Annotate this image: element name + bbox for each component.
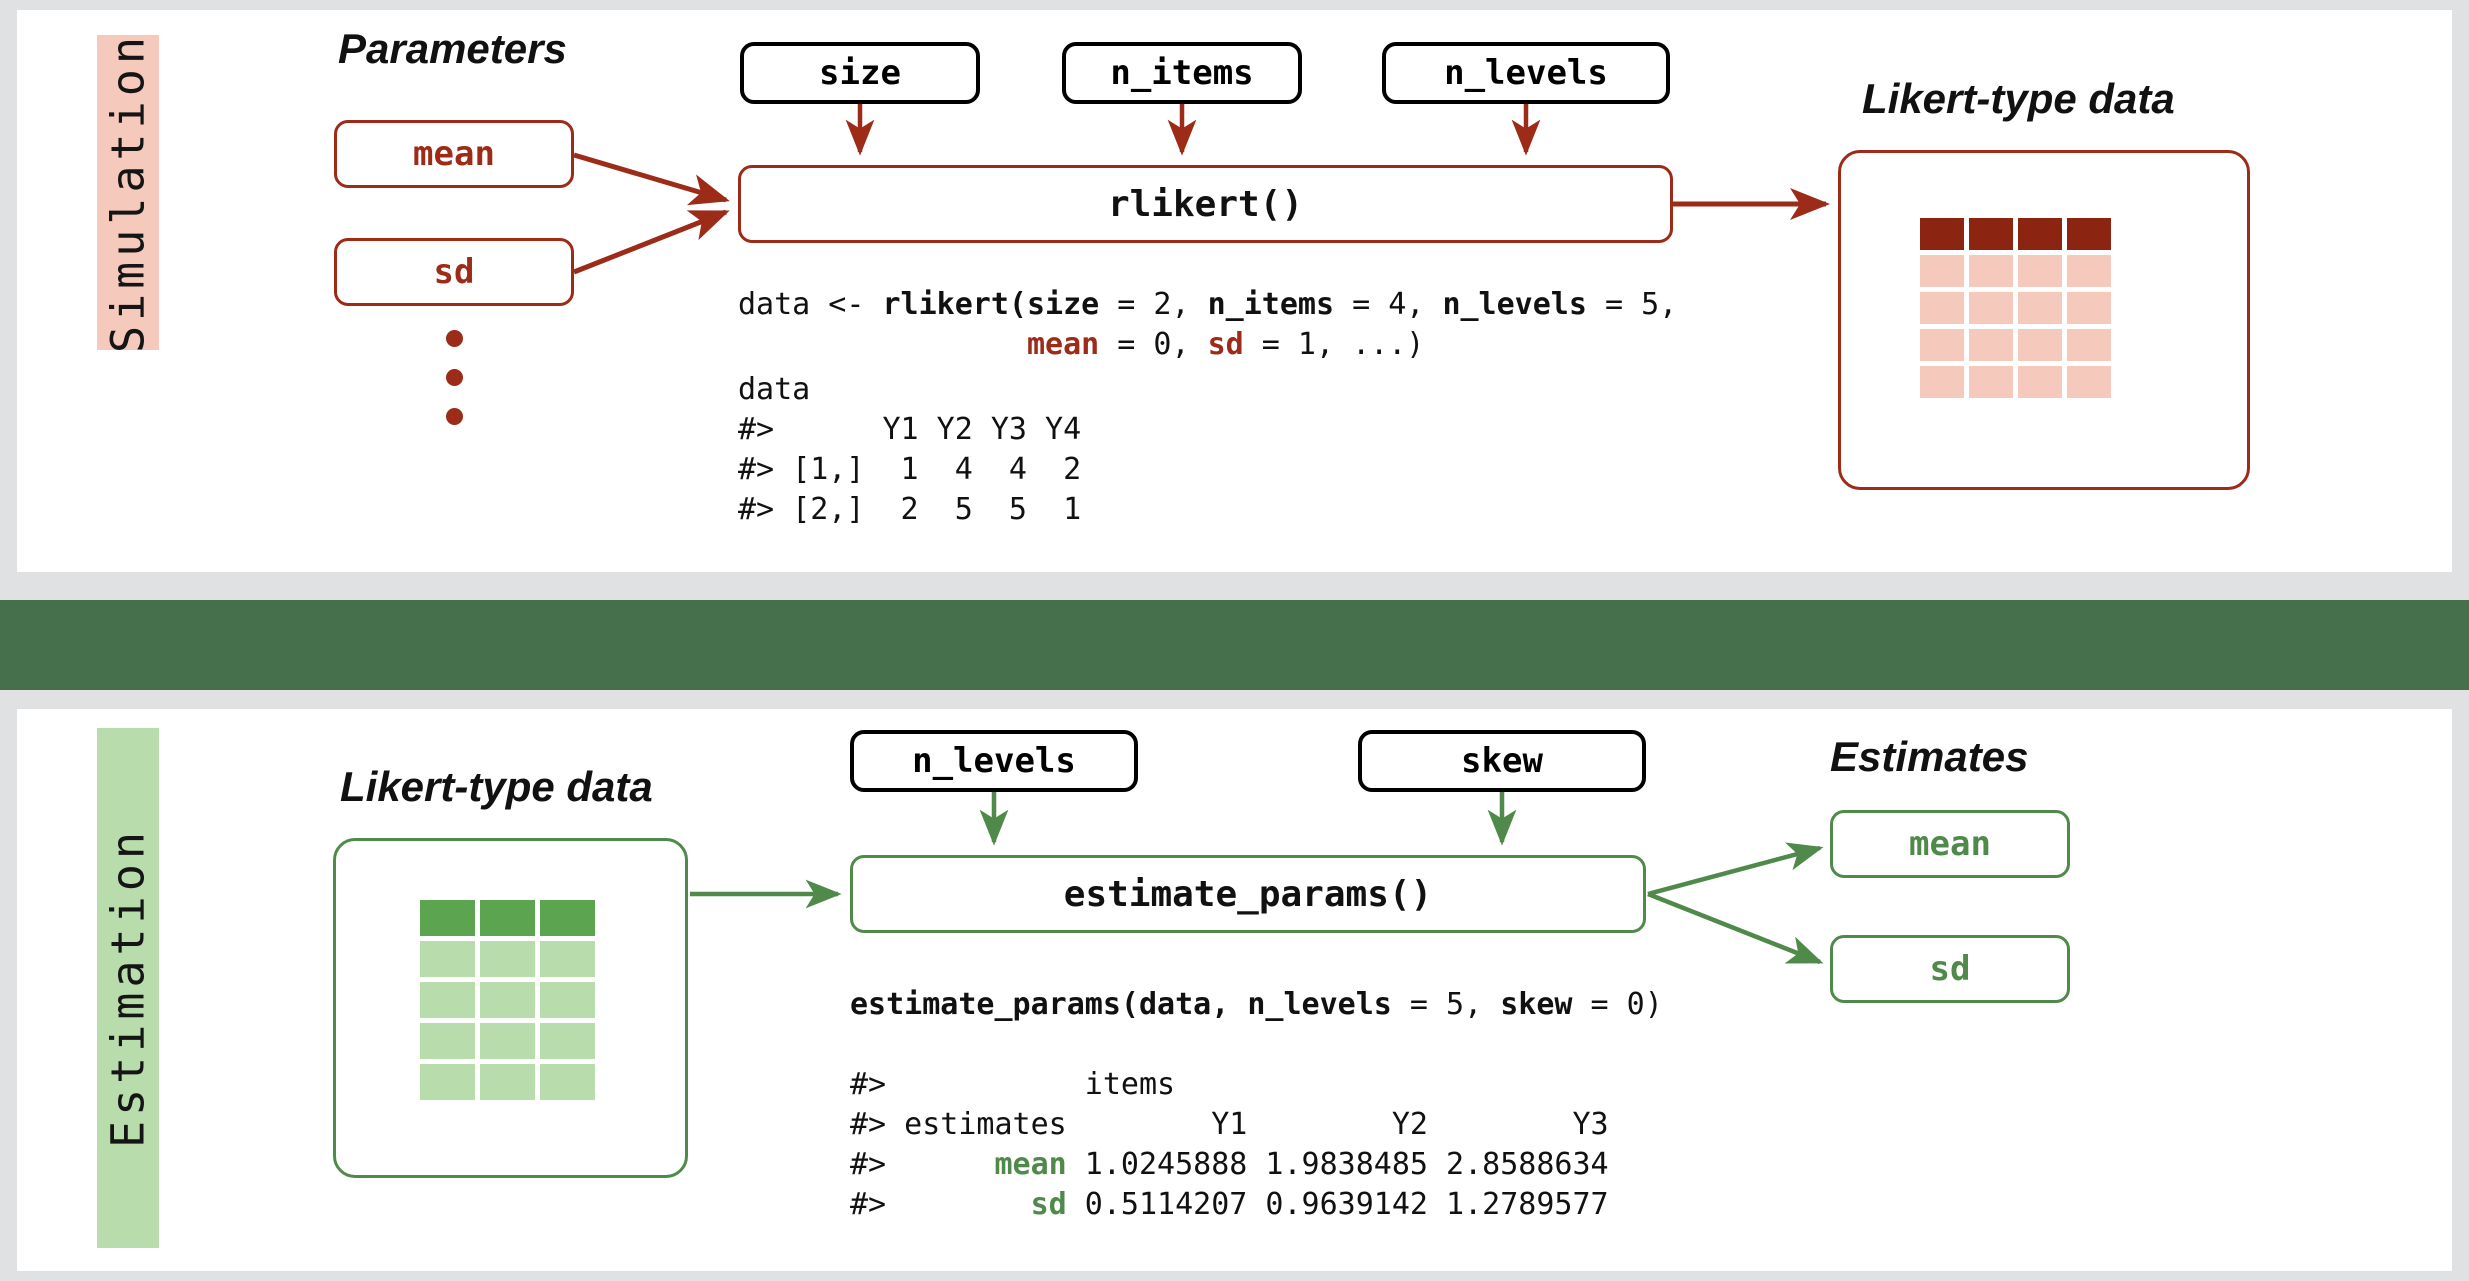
- grid-cell: [2018, 329, 2062, 361]
- grid-cell: [480, 900, 535, 936]
- code-token: = 0,: [1099, 327, 1208, 362]
- function-box-estimate-params[interactable]: estimate_params(): [850, 855, 1646, 933]
- grid-cell: [1920, 255, 1964, 287]
- code-token: = 2,: [1099, 287, 1208, 322]
- code-token: size: [1027, 287, 1100, 322]
- code-token: sd: [1030, 1187, 1067, 1222]
- grid-cell: [420, 941, 475, 977]
- grid-cell: [2018, 366, 2062, 398]
- code-token: = 4,: [1334, 287, 1443, 322]
- grid-cell: [1920, 329, 1964, 361]
- grid-cell: [420, 900, 475, 936]
- grid-cell: [540, 941, 595, 977]
- grid-cell: [1969, 218, 2013, 250]
- grid-cell: [2067, 366, 2111, 398]
- code-token: estimate_params(: [850, 987, 1139, 1022]
- grid-cell: [420, 1023, 475, 1059]
- code-token: [738, 327, 1027, 362]
- grid-cell: [2067, 218, 2111, 250]
- ellipsis-dot: [446, 330, 463, 347]
- grid-cell: [540, 1064, 595, 1100]
- code-token: ,: [1211, 987, 1248, 1022]
- param-box-mean[interactable]: mean: [334, 120, 574, 188]
- grid-cell: [540, 982, 595, 1018]
- likert-data-grid-bottom: [420, 900, 595, 1100]
- code-token: = 5,: [1586, 287, 1678, 322]
- grid-cell: [1920, 218, 1964, 250]
- likert-data-grid-top: [1920, 218, 2111, 398]
- grid-cell: [420, 982, 475, 1018]
- grid-cell: [1920, 292, 1964, 324]
- grid-cell: [480, 982, 535, 1018]
- grid-cell: [420, 1064, 475, 1100]
- code-token: = 0): [1572, 987, 1663, 1022]
- grid-cell: [540, 1023, 595, 1059]
- simulation-tab-label: Simulation: [97, 32, 159, 353]
- arg-box-size[interactable]: size: [740, 42, 980, 104]
- code-token: mean: [1026, 327, 1100, 362]
- section-divider-bar: [0, 600, 2469, 690]
- likert-data-heading-top: Likert-type data: [1862, 75, 2175, 122]
- grid-cell: [480, 941, 535, 977]
- estimate-box-mean[interactable]: mean: [1830, 810, 2070, 878]
- likert-data-heading-bottom: Likert-type data: [340, 763, 653, 810]
- grid-cell: [1969, 255, 2013, 287]
- code-token: = 5,: [1391, 987, 1501, 1022]
- code-token: skew: [1500, 987, 1573, 1022]
- arg-box-n-items[interactable]: n_items: [1062, 42, 1302, 104]
- grid-cell: [2018, 218, 2062, 250]
- function-box-rlikert[interactable]: rlikert(): [738, 165, 1673, 243]
- grid-cell: [2067, 329, 2111, 361]
- grid-cell: [2067, 292, 2111, 324]
- code-token: n_items: [1207, 287, 1335, 322]
- estimation-tab-label: Estimation: [97, 728, 159, 1248]
- grid-cell: [1969, 292, 2013, 324]
- arg-box-n-levels[interactable]: n_levels: [1382, 42, 1670, 104]
- code-token: sd: [1207, 327, 1244, 362]
- estimates-heading: Estimates: [1830, 733, 2029, 780]
- arg-box-skew[interactable]: skew: [1358, 730, 1646, 792]
- code-token: mean: [994, 1147, 1067, 1182]
- code-token: rlikert(: [882, 287, 1028, 322]
- code-token: data <-: [738, 287, 883, 322]
- grid-cell: [2018, 255, 2062, 287]
- grid-cell: [1920, 366, 1964, 398]
- estimation-code-output: #> items #> estimates Y1 Y2 Y3 #> mean 1…: [850, 1067, 1609, 1222]
- code-token: n_levels: [1247, 987, 1392, 1022]
- grid-cell: [1969, 329, 2013, 361]
- arg-box-n-levels-estimation[interactable]: n_levels: [850, 730, 1138, 792]
- ellipsis-dot: [446, 369, 463, 386]
- parameters-heading: Parameters: [338, 25, 567, 72]
- param-box-sd[interactable]: sd: [334, 238, 574, 306]
- code-token: = 1, ...): [1243, 327, 1425, 362]
- grid-cell: [480, 1023, 535, 1059]
- code-token: data: [1138, 987, 1212, 1022]
- simulation-code-output: data #> Y1 Y2 Y3 Y4 #> [1,] 1 4 4 2 #> […: [738, 372, 1082, 527]
- estimation-code-call: estimate_params(data, n_levels = 5, skew…: [850, 985, 1663, 1025]
- ellipsis-dot: [446, 408, 463, 425]
- grid-cell: [480, 1064, 535, 1100]
- grid-cell: [2018, 292, 2062, 324]
- grid-cell: [2067, 255, 2111, 287]
- grid-cell: [540, 900, 595, 936]
- estimate-box-sd[interactable]: sd: [1830, 935, 2070, 1003]
- code-token: n_levels: [1442, 287, 1587, 322]
- grid-cell: [1969, 366, 2013, 398]
- parameters-ellipsis: [446, 330, 463, 425]
- simulation-code-call: data <- rlikert(size = 2, n_items = 4, n…: [738, 285, 1677, 365]
